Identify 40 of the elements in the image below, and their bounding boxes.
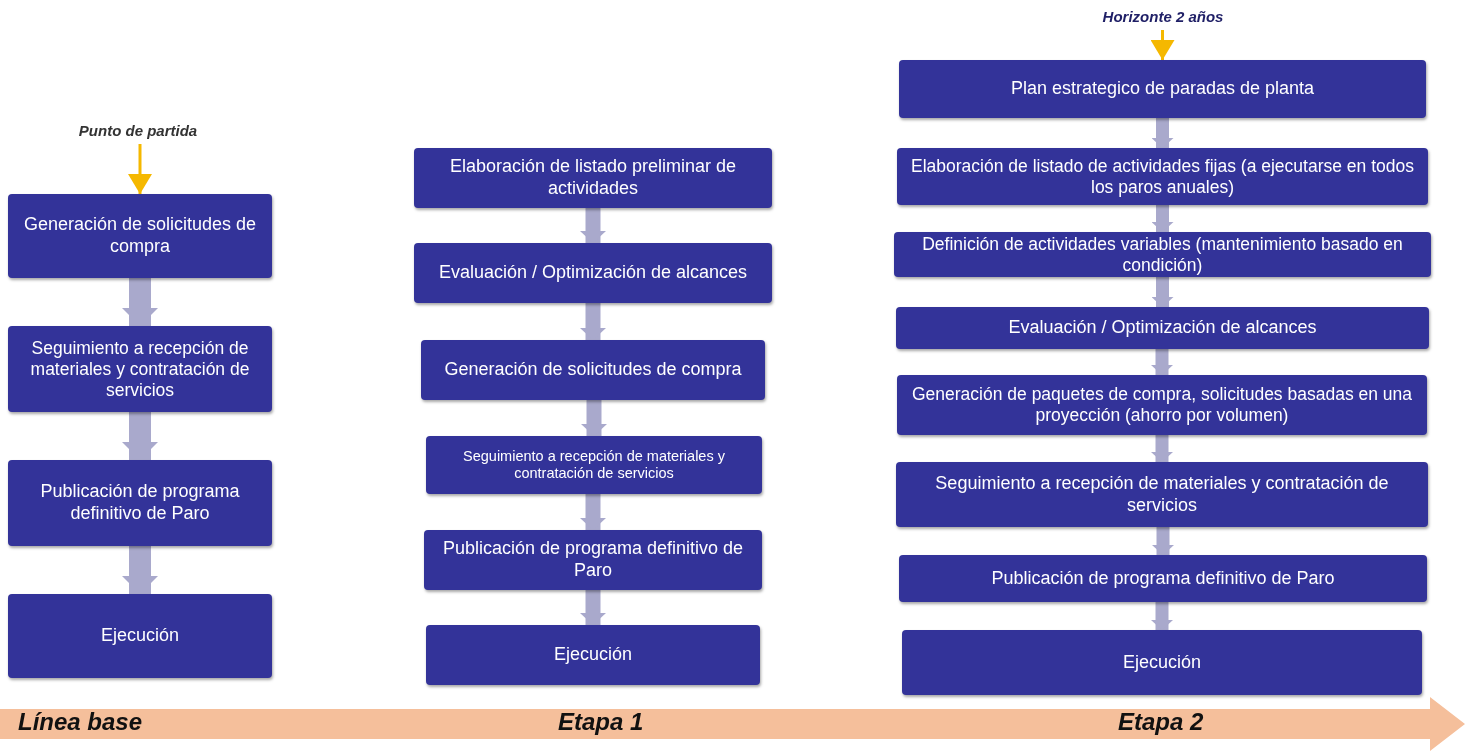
block-arrow bbox=[580, 208, 606, 243]
process-box: Seguimiento a recepción de materiales y contratación de servicios bbox=[8, 326, 272, 412]
block-arrow bbox=[1152, 527, 1174, 555]
pointer-arrow bbox=[128, 144, 152, 194]
stage-label: Etapa 2 bbox=[1118, 708, 1204, 736]
milestone-label: Punto de partida bbox=[78, 122, 198, 141]
process-box: Generación de solicitudes de compra bbox=[421, 340, 765, 400]
milestone-label: Horizonte 2 años bbox=[1102, 8, 1224, 27]
block-arrow bbox=[122, 412, 158, 460]
process-box: Publicación de programa definitivo de Paro bbox=[424, 530, 762, 590]
block-arrow bbox=[580, 303, 606, 340]
block-arrow bbox=[580, 494, 606, 530]
process-box: Definición de actividades variables (mantenimiento basado en condición) bbox=[894, 232, 1431, 277]
block-arrow bbox=[581, 400, 607, 436]
process-box: Ejecución bbox=[8, 594, 272, 678]
process-box: Publicación de programa definitivo de Paro bbox=[8, 460, 272, 546]
process-box: Evaluación / Optimización de alcances bbox=[414, 243, 772, 303]
block-arrow bbox=[1151, 349, 1173, 375]
block-arrow bbox=[1151, 435, 1173, 462]
process-box: Ejecución bbox=[902, 630, 1422, 695]
process-box: Seguimiento a recepción de materiales y contratación de servicios bbox=[896, 462, 1428, 527]
process-box: Ejecución bbox=[426, 625, 760, 685]
process-box: Generación de paquetes de compra, solicitudes basadas en una proyección (ahorro por volumen) bbox=[897, 375, 1427, 435]
block-arrow bbox=[580, 590, 606, 625]
block-arrow bbox=[1151, 205, 1174, 232]
process-box: Evaluación / Optimización de alcances bbox=[896, 307, 1429, 349]
block-arrow bbox=[1151, 277, 1174, 307]
process-box: Seguimiento a recepción de materiales y contratación de servicios bbox=[426, 436, 762, 494]
process-box: Elaboración de listado de actividades fijas (a ejecutarse en todos los paros anuales) bbox=[897, 148, 1428, 205]
block-arrow bbox=[122, 546, 158, 594]
block-arrow bbox=[1151, 602, 1173, 630]
block-arrow bbox=[122, 278, 158, 326]
stage-label: Línea base bbox=[18, 708, 143, 736]
stage-label: Etapa 1 bbox=[558, 708, 644, 736]
process-box: Plan estrategico de paradas de planta bbox=[899, 60, 1426, 118]
process-box: Generación de solicitudes de compra bbox=[8, 194, 272, 278]
pointer-arrow bbox=[1150, 30, 1175, 60]
block-arrow bbox=[1151, 118, 1174, 148]
process-box: Elaboración de listado preliminar de actividades bbox=[414, 148, 772, 208]
process-box: Publicación de programa definitivo de Paro bbox=[899, 555, 1427, 602]
